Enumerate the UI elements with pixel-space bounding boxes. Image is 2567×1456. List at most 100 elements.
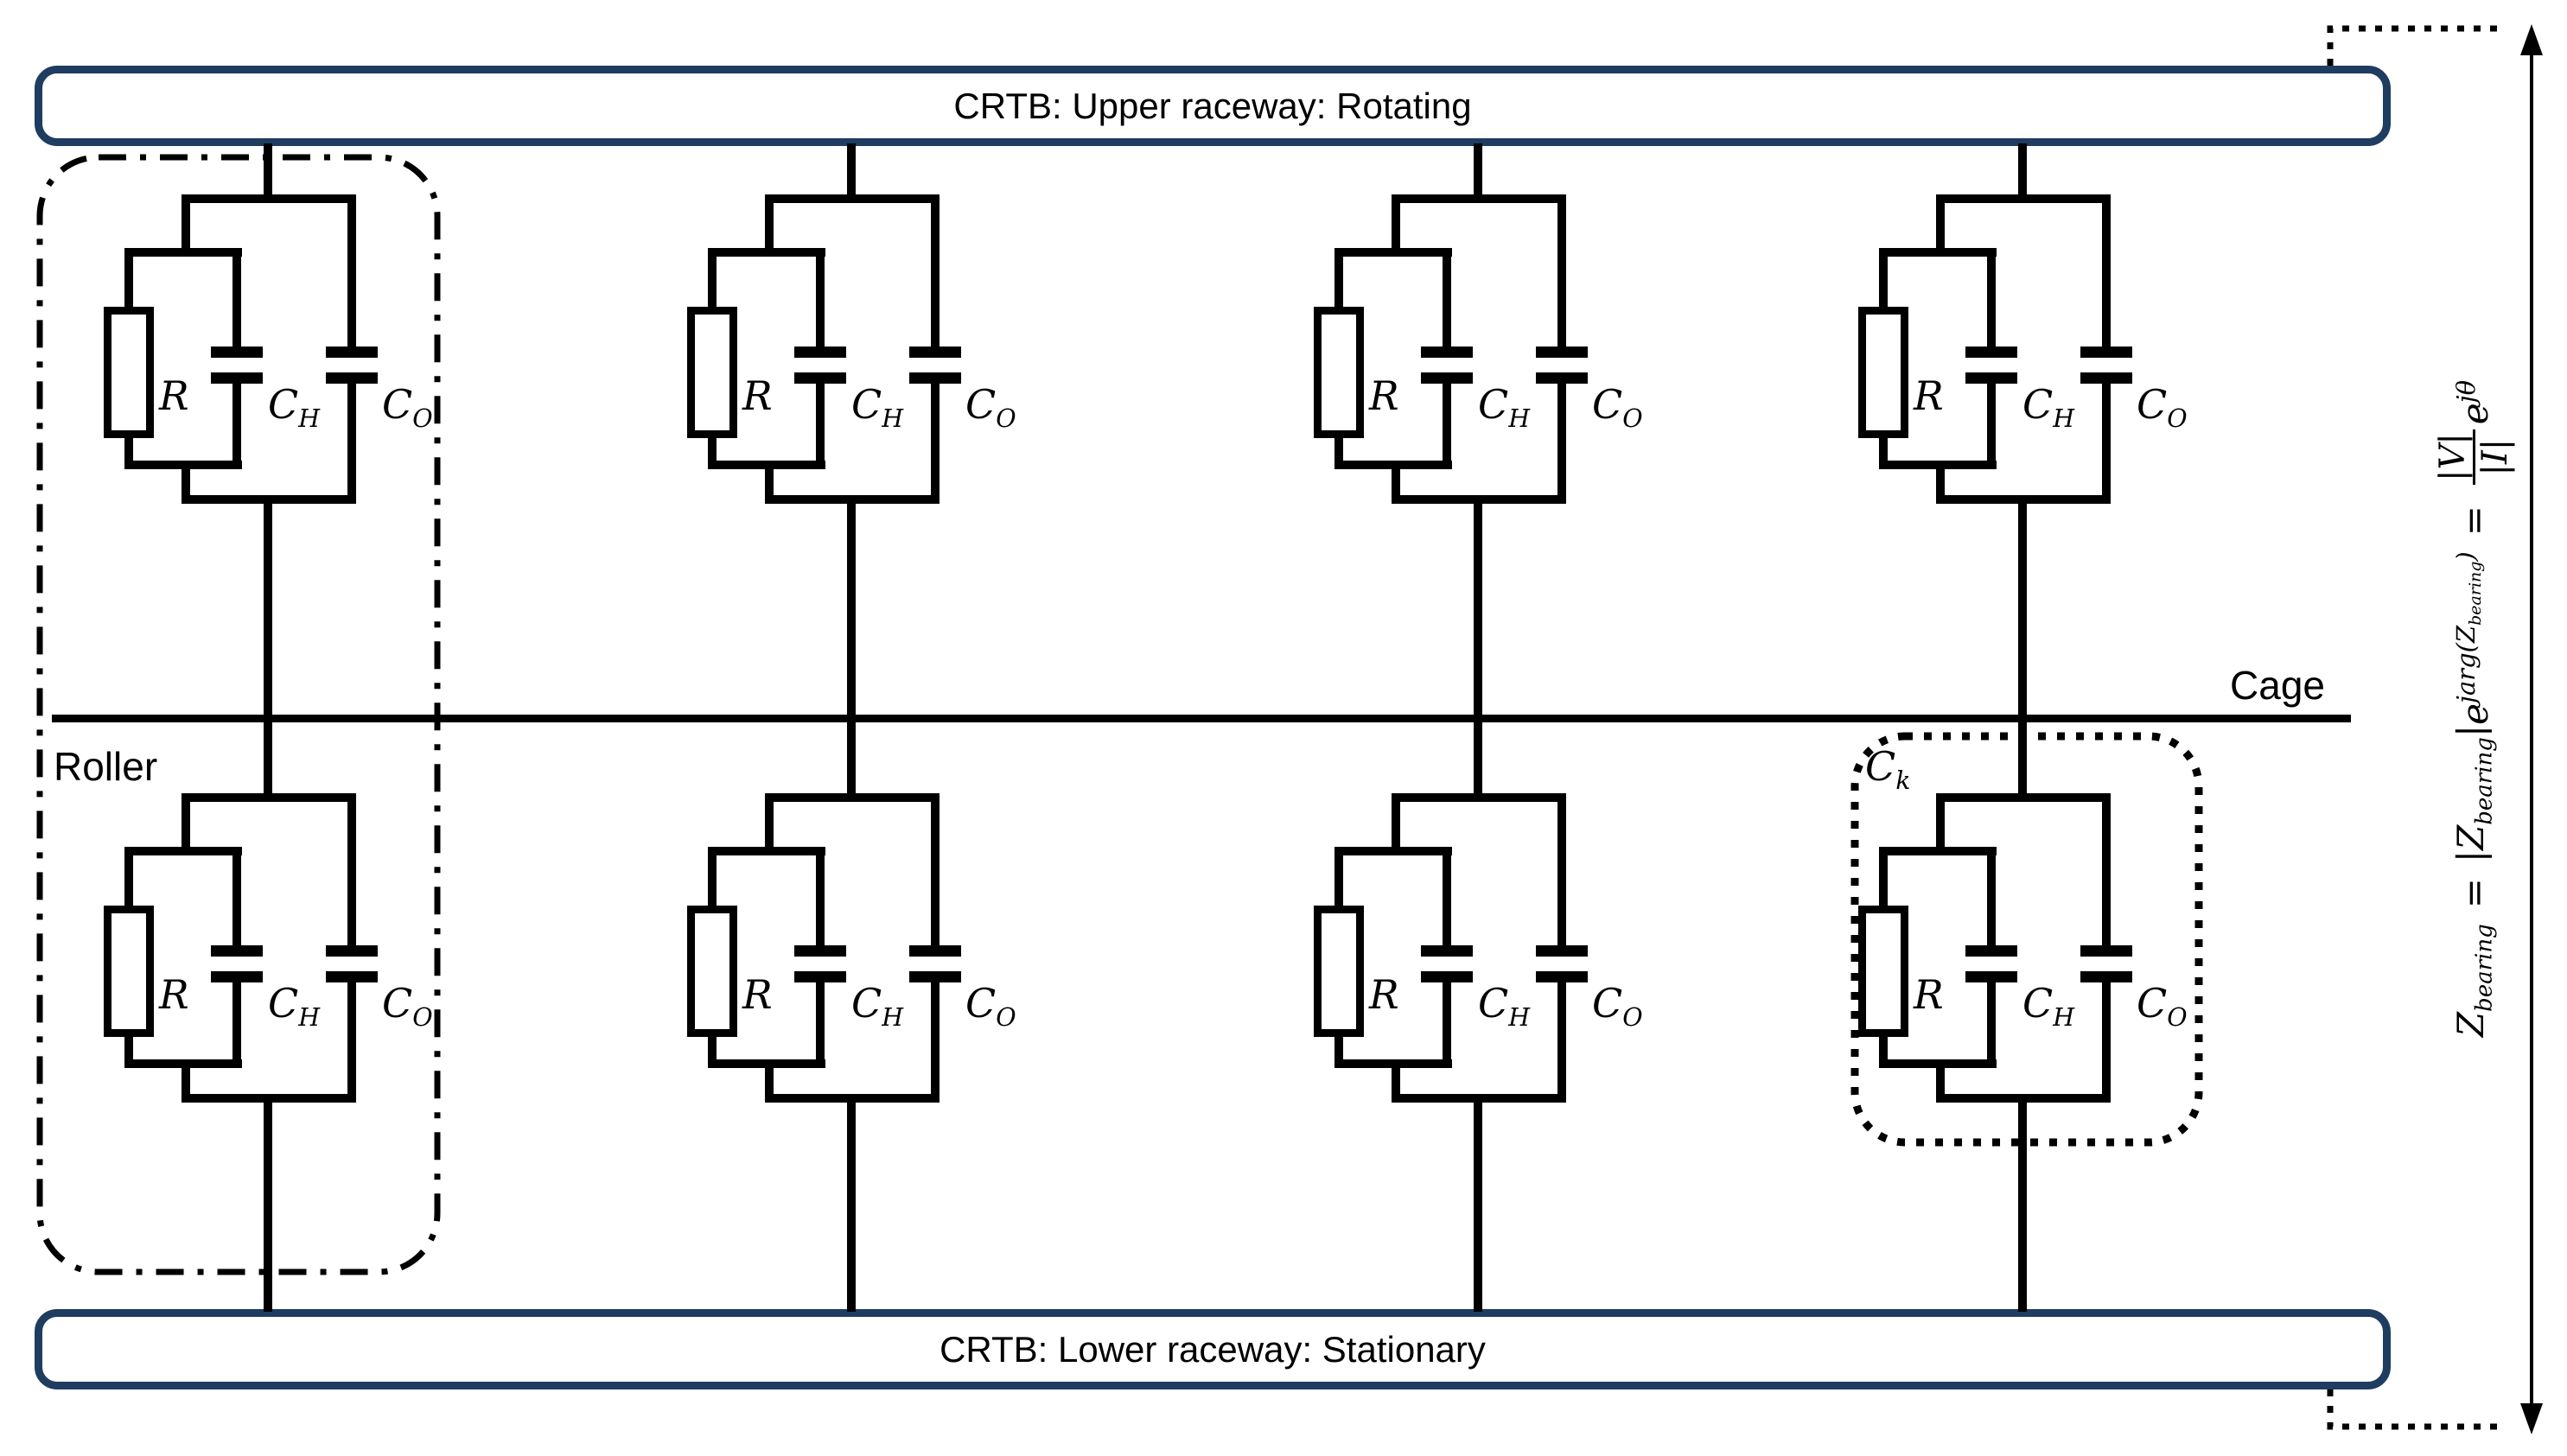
hertzian-cap-lead-top [232, 847, 241, 947]
hertzian-cap-plate-top [1421, 945, 1473, 957]
outer-cap-plate-top [1536, 945, 1588, 957]
outer-bottom-bus [1392, 495, 1566, 504]
hertzian-cap-plate-bottom [794, 372, 846, 384]
resistor-lead-top [1334, 248, 1343, 310]
outer-cap-lead-bottom [2102, 384, 2111, 504]
inner-outer-connector [1392, 461, 1400, 504]
hertzian-cap-lead-bottom [1443, 982, 1451, 1068]
resistor-symbol [1314, 307, 1364, 438]
eq-euler-1: ejarg(Zbearing) [2451, 551, 2496, 725]
resistor-lead-top [708, 248, 717, 310]
resistor-label: R [1369, 372, 1399, 419]
outer-left-drop [182, 793, 190, 855]
outer-bottom-bus [765, 495, 940, 504]
resistor-label: R [1369, 971, 1399, 1018]
resistor-lead-bottom [1879, 1033, 1888, 1068]
stem-segment-1 [847, 498, 856, 802]
hertzian-cap-plate-bottom [1421, 971, 1473, 982]
inner-outer-connector [182, 1059, 190, 1103]
outer-cap-lead-top [2102, 793, 2111, 947]
hertzian-cap-plate-top [794, 347, 846, 358]
hertzian-capacitance-label: CH [268, 381, 321, 434]
outer-cap-lead-bottom [347, 982, 356, 1103]
eq-fraction-numerator: |V| [2432, 429, 2475, 486]
hertzian-cap-plate-bottom [1965, 971, 2017, 982]
hertzian-cap-plate-top [211, 347, 263, 358]
impedance-equation: Zbearing = |Zbearing| ejarg(Zbearing) = … [2420, 190, 2527, 1227]
inner-top-bus [124, 248, 242, 257]
hertzian-cap-lead-bottom [232, 384, 241, 469]
arrowhead-up-icon [2520, 24, 2543, 55]
hertzian-cap-lead-bottom [1987, 982, 1996, 1068]
hertzian-cap-lead-top [816, 248, 825, 348]
hertzian-cap-plate-top [794, 945, 846, 957]
stem-segment-2 [847, 1094, 856, 1312]
rc-contact-unit: R CH CO [1858, 793, 2188, 1104]
stem-segment-0 [264, 143, 272, 200]
eq-fraction-denominator: |I| [2475, 438, 2515, 476]
resistor-lead-bottom [124, 435, 133, 469]
outer-cap-plate-bottom [1536, 971, 1588, 982]
hertzian-capacitance-label: CH [851, 381, 904, 434]
hertzian-cap-lead-top [816, 847, 825, 947]
resistor-label: R [159, 372, 189, 419]
cage-line [52, 715, 2351, 722]
outer-capacitance-label: CO [965, 980, 1016, 1033]
resistor-symbol [687, 307, 737, 438]
outer-top-bus [1936, 194, 2111, 203]
hertzian-cap-plate-top [1965, 347, 2017, 358]
hertzian-cap-plate-top [1965, 945, 2017, 957]
outer-left-drop [765, 194, 774, 257]
outer-cap-lead-top [1557, 793, 1566, 947]
rc-contact-unit: R CH CO [1314, 194, 1643, 505]
inner-outer-connector [765, 461, 774, 504]
hertzian-cap-lead-top [1443, 248, 1451, 348]
inner-top-bus [1334, 847, 1452, 855]
outer-cap-lead-top [347, 194, 356, 348]
rc-contact-unit: R CH CO [687, 793, 1016, 1104]
outer-cap-plate-top [326, 945, 378, 957]
outer-cap-plate-top [326, 347, 378, 358]
stem-segment-2 [1474, 1094, 1482, 1312]
eq-lhs: Zbearing [2449, 924, 2498, 1038]
resistor-symbol [1858, 307, 1908, 438]
stem-segment-0 [847, 143, 856, 200]
eq-equals-1: = [2452, 878, 2495, 909]
upper-raceway-bar: CRTB: Upper raceway: Rotating [35, 66, 2391, 146]
stem-segment-2 [264, 1094, 272, 1312]
hertzian-cap-plate-bottom [794, 971, 846, 982]
outer-top-bus [1392, 793, 1566, 802]
outer-bottom-bus [1936, 1094, 2111, 1103]
lower-raceway-bar: CRTB: Lower raceway: Stationary [35, 1309, 2391, 1389]
outer-bottom-bus [1936, 495, 2111, 504]
resistor-label: R [159, 971, 189, 1018]
outer-top-bus [1936, 793, 2111, 802]
outer-cap-plate-top [909, 347, 961, 358]
bottom-dotted-leader [2327, 1389, 2500, 1430]
outer-bottom-bus [1392, 1094, 1566, 1103]
rc-contact-unit: R CH CO [687, 194, 1016, 505]
outer-capacitance-label: CO [965, 381, 1016, 434]
hertzian-cap-plate-bottom [211, 971, 263, 982]
outer-left-drop [765, 793, 774, 855]
eq-equals-2: = [2452, 505, 2495, 537]
resistor-lead-bottom [1879, 435, 1888, 469]
outer-cap-lead-bottom [1557, 982, 1566, 1103]
outer-bottom-bus [182, 1094, 356, 1103]
resistor-label: R [1914, 971, 1944, 1018]
resistor-lead-top [1334, 847, 1343, 909]
inner-outer-connector [1936, 461, 1945, 504]
eq-euler-2: ejθ [2451, 379, 2496, 425]
outer-left-drop [1392, 793, 1400, 855]
outer-top-bus [765, 793, 940, 802]
hertzian-capacitance-label: CH [851, 980, 904, 1033]
hertzian-cap-plate-top [1421, 347, 1473, 358]
outer-capacitance-label: CO [2137, 381, 2188, 434]
inner-outer-connector [1936, 1059, 1945, 1103]
hertzian-cap-plate-top [211, 945, 263, 957]
resistor-symbol [1858, 906, 1908, 1037]
resistor-lead-bottom [1334, 1033, 1343, 1068]
outer-cap-lead-top [2102, 194, 2111, 348]
resistor-lead-bottom [124, 1033, 133, 1068]
outer-cap-plate-top [2080, 347, 2132, 358]
